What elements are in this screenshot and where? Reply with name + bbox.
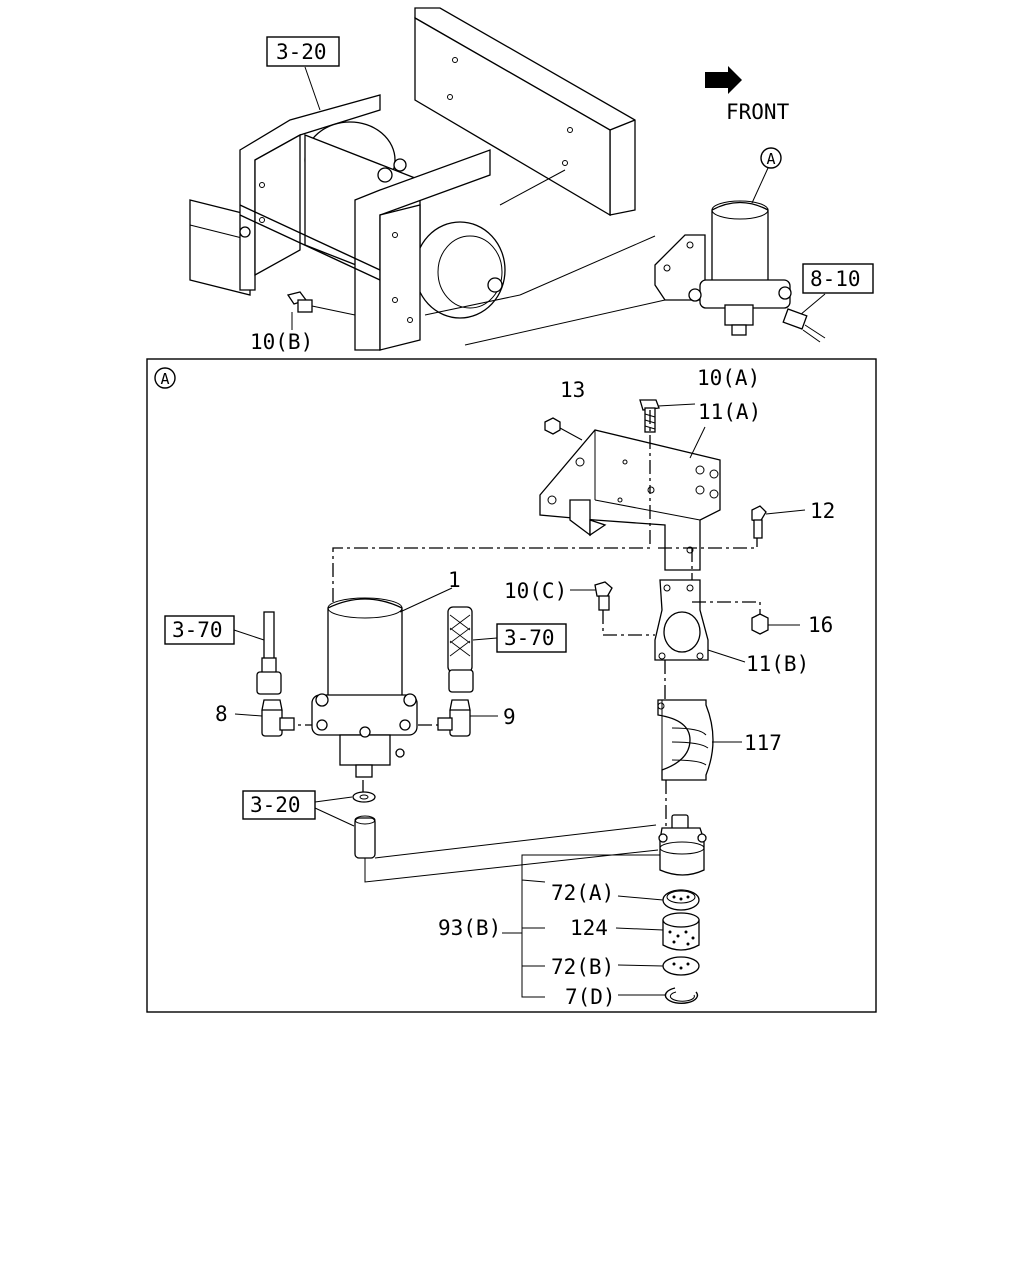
leader-8	[234, 713, 263, 717]
callout-72b: 72(B)	[551, 955, 614, 979]
ref-3-20-detail-leader-2	[314, 807, 355, 827]
fitting-9	[437, 699, 471, 737]
hose-right	[447, 606, 474, 693]
leader-72b	[617, 964, 664, 967]
ref-box-8-10	[802, 263, 874, 294]
marker-a-overview: A	[766, 150, 775, 168]
nut-13	[544, 417, 561, 435]
callout-117: 117	[744, 731, 782, 755]
callout-13: 13	[560, 378, 585, 402]
detail-a: A 11(A) 13	[146, 358, 877, 1013]
pipe-to-filter-line	[364, 849, 659, 883]
filter-72b	[662, 956, 700, 976]
callout-93b: 93(B)	[438, 916, 501, 940]
air-dryer	[311, 597, 418, 778]
rail-leader	[499, 169, 566, 206]
ref-3-20-leader	[304, 66, 321, 111]
air-dryer-overview	[654, 200, 792, 336]
leader-1	[399, 587, 453, 613]
ref-3-20-detail: 3-20	[250, 793, 301, 817]
callout-8: 8	[215, 702, 228, 726]
ref-8-10-leader	[799, 293, 826, 316]
leader-10a	[657, 403, 696, 407]
alignment-lines	[280, 410, 761, 830]
callout-16: 16	[808, 613, 833, 637]
callout-7d: 7(D)	[565, 985, 616, 1009]
callout-1: 1	[448, 568, 461, 592]
overview-assembly: 10(B) 3-20 FRONT A 8-10	[189, 7, 874, 354]
marker-a-detail: A	[160, 370, 169, 388]
callout-10a: 10(A)	[697, 366, 760, 390]
hose-left	[256, 611, 282, 695]
leader-11a	[689, 426, 706, 459]
leader-12	[765, 509, 806, 515]
ref-3-70-left: 3-70	[172, 618, 223, 642]
chassis-rail	[414, 7, 636, 217]
ref-box-3-20-detail	[242, 790, 316, 820]
callout-10c: 10(C)	[504, 579, 567, 603]
pipe-to-filter-line-2	[374, 824, 657, 859]
ref-3-20-overview: 3-20	[276, 40, 327, 64]
bolt-10b	[286, 291, 356, 330]
nut-16	[751, 613, 769, 635]
air-tank-frame	[189, 94, 506, 351]
snap-ring-7d	[664, 987, 699, 1005]
filter-housing	[658, 814, 707, 876]
dryer-to-frame-line-2	[464, 299, 666, 346]
guard-117	[657, 699, 714, 781]
leader-124	[615, 927, 664, 931]
marker-a-overview-circle	[760, 147, 782, 169]
bracket-11a	[539, 429, 721, 571]
front-arrow-icon	[705, 66, 742, 94]
callout-11b: 11(B)	[746, 652, 809, 676]
ref-3-70-left-leader	[233, 629, 265, 641]
leader-72a	[617, 895, 664, 901]
callout-124: 124	[570, 916, 608, 940]
bracket-93b	[502, 854, 660, 998]
bolt-12	[751, 505, 767, 539]
ref-3-70-right-leader	[472, 637, 498, 641]
marker-a-detail-circle	[154, 367, 176, 389]
filter-72a	[662, 889, 700, 911]
bracket-11b	[654, 579, 709, 661]
leader-13	[559, 427, 583, 441]
ref-3-20-detail-leader-1	[314, 796, 353, 803]
dryer-to-frame-line	[424, 294, 521, 316]
seal-ring	[352, 791, 376, 803]
connector-plug	[782, 308, 826, 343]
ref-8-10: 8-10	[810, 267, 861, 291]
callout-11a: 11(A)	[698, 400, 761, 424]
filter-124	[662, 912, 700, 951]
marker-a-leader	[751, 167, 769, 204]
label-10b-overview: 10(B)	[250, 330, 313, 354]
leader-11b	[707, 649, 746, 663]
ref-box-3-20-overview	[266, 36, 340, 67]
callout-72a: 72(A)	[551, 881, 614, 905]
fitting-8	[261, 699, 295, 737]
pipe-stub	[354, 815, 376, 859]
front-label: FRONT	[726, 100, 790, 124]
bolt-10c	[594, 581, 613, 611]
dryer-to-tank-line	[519, 235, 656, 296]
callout-12: 12	[810, 499, 835, 523]
ref-3-70-right: 3-70	[504, 626, 555, 650]
ref-box-3-70-right	[496, 623, 567, 653]
callout-9: 9	[503, 705, 516, 729]
ref-box-3-70-left	[164, 615, 235, 645]
